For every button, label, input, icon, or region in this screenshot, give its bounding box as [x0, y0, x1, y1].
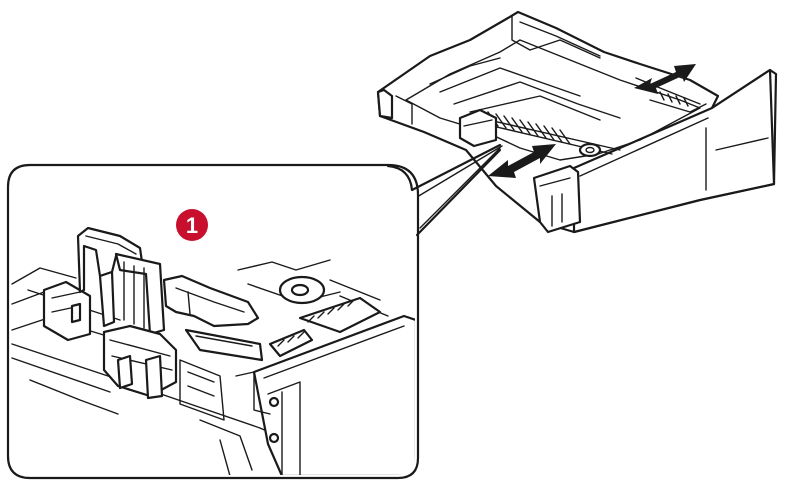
- double-headed-arrow-icon-secondary: [488, 144, 556, 178]
- paper-guide-closeup: [6, 143, 502, 480]
- double-headed-arrow-icon: [634, 64, 696, 94]
- callout-connector: [411, 145, 503, 229]
- step-number-badge: 1: [176, 209, 208, 241]
- step-number-text: 1: [186, 213, 198, 238]
- paper-tray-illustration: [376, 10, 778, 234]
